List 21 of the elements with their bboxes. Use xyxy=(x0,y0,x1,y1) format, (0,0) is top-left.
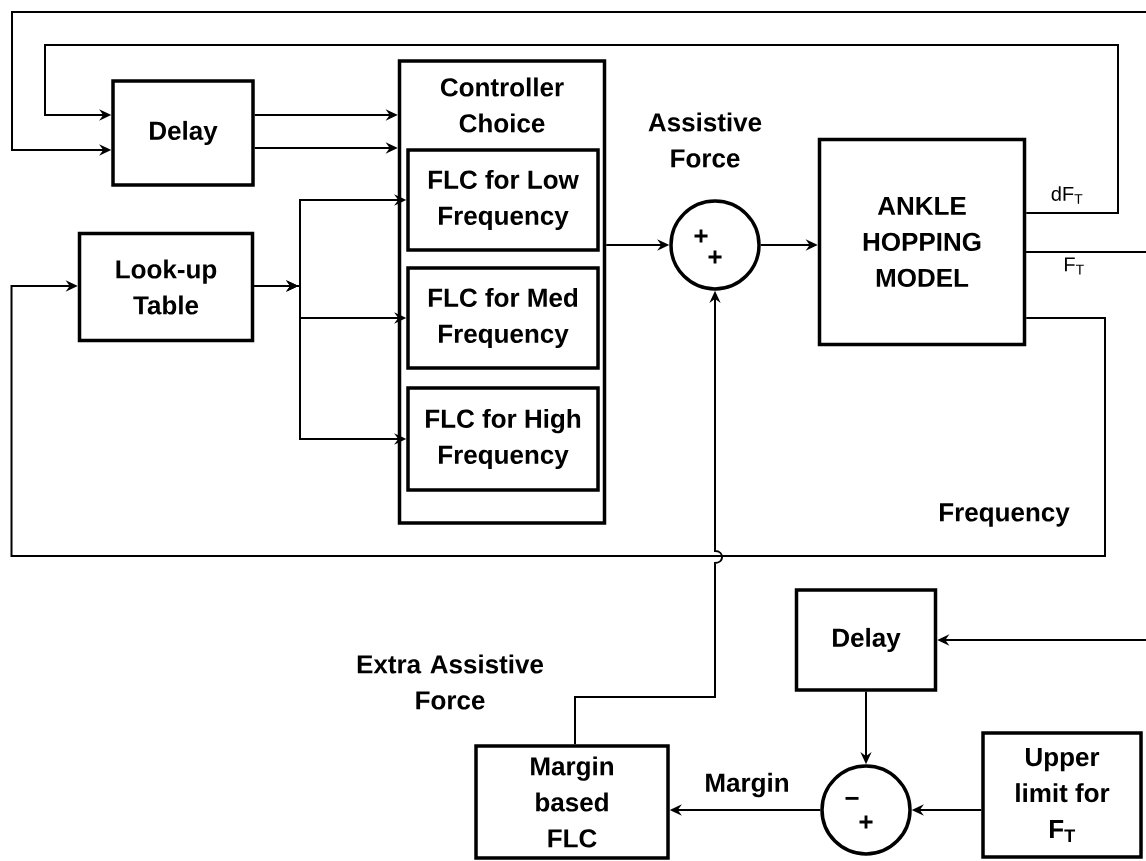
sign-text: + xyxy=(708,250,722,264)
edge-label: Margin xyxy=(703,771,791,799)
sign-text: + xyxy=(859,815,873,829)
edge-label: Extra Assistive Force xyxy=(341,653,559,711)
arrow xyxy=(10,280,1106,557)
signal-label: Assistive Force xyxy=(648,112,762,168)
edge-label: Frequency xyxy=(937,502,1071,528)
block-box: Delay xyxy=(794,588,938,692)
arrow xyxy=(44,44,1119,214)
block-box: Look-up Table xyxy=(77,231,255,343)
block-box: ANKLE HOPPING MODEL xyxy=(817,137,1027,347)
sign-text: + xyxy=(694,229,708,243)
edge-label: dF$_{T}$ xyxy=(1049,185,1085,205)
block-box: FLC for High Frequency xyxy=(406,386,600,492)
block-box: Upper limit for F$_{T}$ xyxy=(981,731,1143,859)
block-box: Delay xyxy=(111,79,255,187)
edge-label: F$_{T}$ xyxy=(1062,256,1086,276)
sign-text: − xyxy=(845,796,859,800)
block-box: FLC for Low Frequency xyxy=(406,148,600,252)
block-box: FLC for Med Frequency xyxy=(406,266,600,370)
block-box: Margin based FLC xyxy=(474,744,670,860)
